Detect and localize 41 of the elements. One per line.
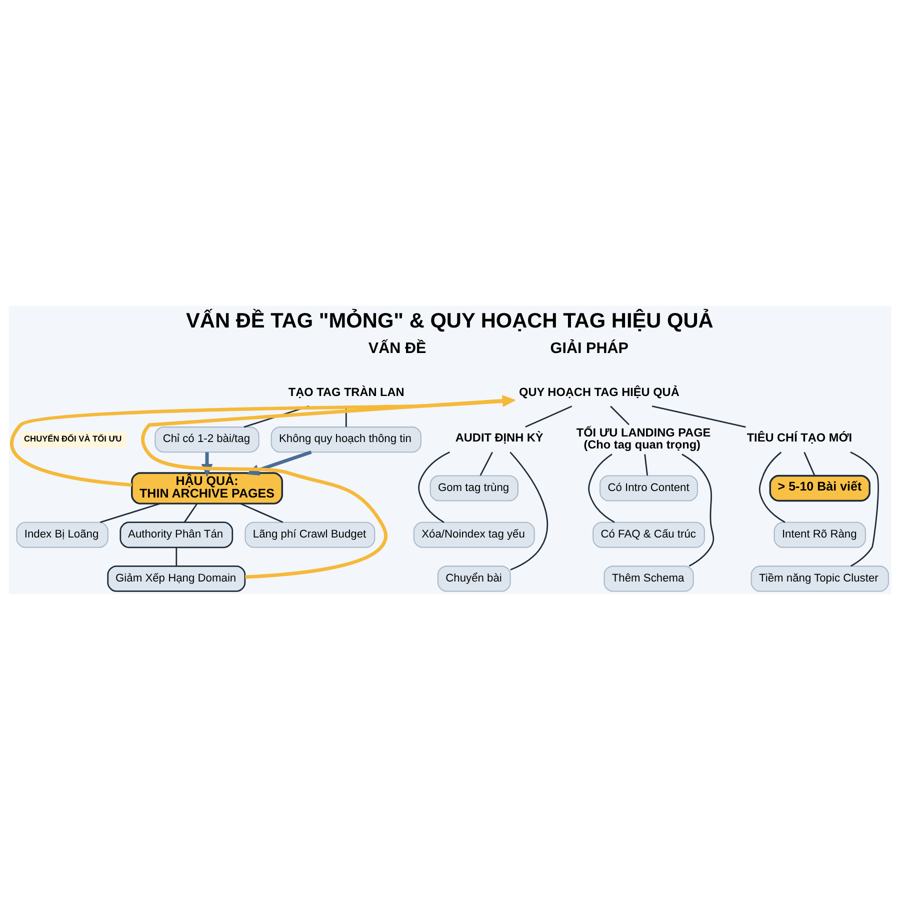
node-box: Xóa/Noindex tag yếu	[413, 522, 535, 548]
node-box: Lãng phí Crawl Budget	[244, 522, 376, 548]
node-text: TẠO TAG TRÀN LAN	[288, 384, 404, 399]
node-box: Intent Rõ Ràng	[774, 522, 866, 548]
connector	[644, 454, 648, 476]
connector	[758, 452, 786, 523]
edge-label: CHUYỂN ĐỔI VÀ TỐI ƯU	[24, 433, 122, 444]
connector	[588, 454, 615, 523]
node-box: Thêm Schema	[604, 566, 694, 592]
connector	[610, 406, 630, 426]
node-box: Có FAQ & Cấu trúc	[592, 522, 705, 548]
node-box: Tiềm năng Topic Cluster	[750, 566, 889, 592]
connector	[510, 452, 548, 570]
connector	[345, 406, 347, 427]
node-box: > 5-10 Bài viết	[769, 474, 870, 502]
diagram-title: VẤN ĐỀ TAG "MỎNG" & QUY HOẠCH TAG HIỆU QUẢ	[186, 310, 714, 333]
label: GIẢI PHÁP	[550, 340, 629, 358]
connector	[100, 502, 160, 523]
connector	[850, 452, 879, 567]
node-text: TỐI ƯU LANDING PAGE (Cho tag quan trọng)	[576, 426, 711, 452]
node-box: Chỉ có 1-2 bài/tag	[154, 426, 260, 453]
node-text: TIÊU CHÍ TẠO MỚI	[746, 430, 852, 445]
node-box: Gom tag trùng	[430, 475, 518, 502]
node-box: Có Intro Content	[600, 475, 698, 502]
node-box: Giảm Xếp Hạng Domain	[107, 565, 246, 592]
connector	[525, 406, 572, 428]
label: VẤN ĐỀ	[368, 340, 426, 358]
connector	[682, 454, 714, 567]
connector	[176, 548, 178, 566]
connector	[652, 406, 746, 428]
connector	[418, 452, 450, 523]
node-box: Authority Phân Tán	[120, 522, 234, 548]
connector	[804, 452, 816, 476]
node-box: Chuyển bài	[437, 566, 511, 592]
node-box: HẬU QUẢ: THIN ARCHIVE PAGES	[131, 472, 284, 504]
node-box: Index Bị Loãng	[16, 522, 108, 548]
connector	[184, 503, 198, 523]
node-text: QUY HOẠCH TAG HIỆU QUẢ	[519, 384, 680, 399]
node-text: AUDIT ĐỊNH KỲ	[455, 430, 544, 445]
connector	[480, 452, 493, 476]
node-box: Không quy hoạch thông tin	[270, 426, 422, 453]
